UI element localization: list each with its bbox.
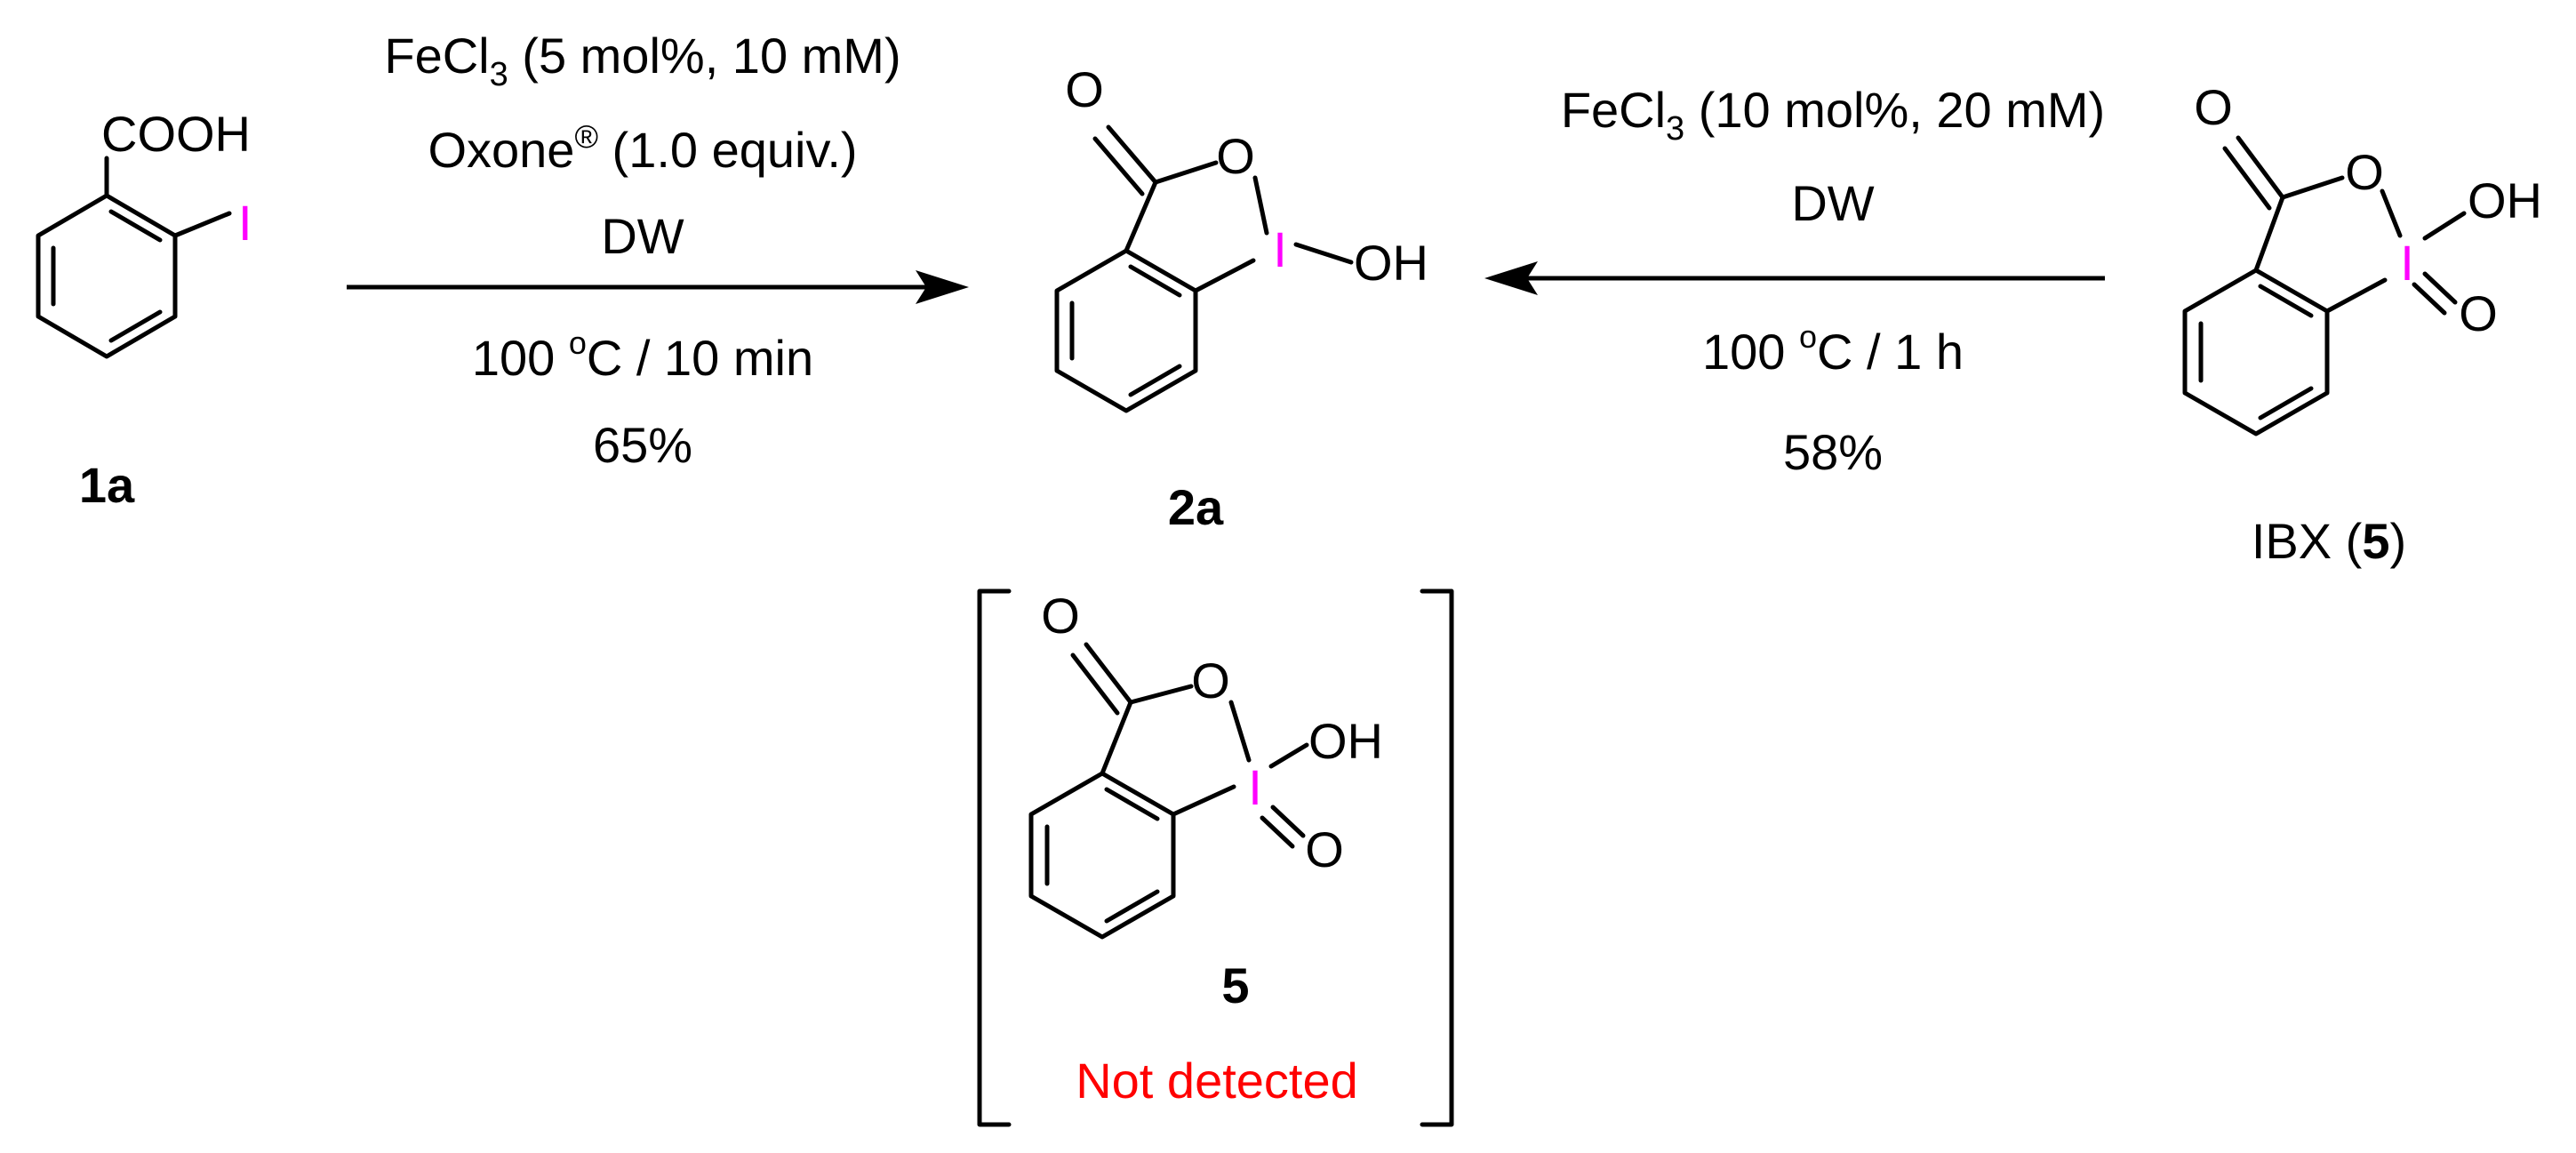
forward-reaction: FeCl3 (5 mol%, 10 mM) Oxone® (1.0 equiv.… — [347, 28, 969, 473]
compound-ibx-label: IBX (5) — [2252, 513, 2406, 569]
intermediate-5: O O I OH O 5 Not detected — [977, 588, 1454, 1127]
carbonyl-oxygen-label: O — [2194, 79, 2233, 135]
left-bracket — [977, 589, 1012, 1127]
ring-oxygen-label: O — [1191, 653, 1230, 709]
reverse-temperature-time: 100 oC / 1 h — [1702, 318, 1964, 380]
oxo-oxygen-label: O — [2459, 285, 2498, 341]
hydroxyl-group-label: OH — [1354, 235, 1428, 291]
hydroxyl-group-label: OH — [1308, 713, 1383, 769]
carboxyl-group-label: COOH — [101, 106, 251, 162]
forward-reagent-oxone: Oxone® (1.0 equiv.) — [428, 118, 857, 178]
intermediate-5-label: 5 — [1221, 957, 1249, 1013]
right-bracket — [1420, 589, 1454, 1127]
iodine-atom-label: I — [2400, 235, 2414, 291]
ring-oxygen-label: O — [2345, 144, 2384, 200]
forward-arrowhead — [916, 270, 969, 304]
compound-1a-label: 1a — [79, 457, 135, 513]
compound-ibx: O O I OH O IBX (5) — [2182, 79, 2542, 569]
compound-1a: COOH I 1a — [36, 106, 252, 513]
carbonyl-oxygen-label: O — [1065, 61, 1104, 117]
reverse-arrowhead — [1484, 261, 1538, 295]
ring-oxygen-label: O — [1216, 128, 1255, 184]
reverse-yield: 58% — [1783, 424, 1883, 480]
reverse-reaction: FeCl3 (10 mol%, 20 mM) DW 100 oC / 1 h 5… — [1484, 82, 2105, 480]
reverse-solvent: DW — [1791, 175, 1874, 231]
not-detected-note: Not detected — [1076, 1053, 1358, 1109]
benzene-ring — [36, 193, 178, 359]
compound-2a: O O I OH 2a — [1054, 61, 1428, 535]
forward-yield: 65% — [593, 417, 692, 473]
iodine-atom-label: I — [1273, 221, 1287, 277]
reverse-reagent-fecl3: FeCl3 (10 mol%, 20 mM) — [1561, 82, 2105, 148]
hydroxyl-group-label: OH — [2468, 172, 2542, 228]
compound-2a-label: 2a — [1168, 479, 1224, 535]
forward-reagent-fecl3: FeCl3 (5 mol%, 10 mM) — [384, 28, 900, 93]
iodine-atom-label: I — [1248, 759, 1262, 815]
oxo-oxygen-label: O — [1305, 821, 1344, 877]
iodine-atom-label: I — [238, 195, 252, 251]
carbonyl-oxygen-label: O — [1041, 588, 1080, 644]
forward-solvent: DW — [601, 208, 684, 264]
benzene-ring — [1054, 248, 1198, 413]
benzene-ring — [2182, 268, 2330, 436]
benzene-ring — [1028, 771, 1176, 940]
forward-temperature-time: 100 oC / 10 min — [472, 324, 813, 386]
